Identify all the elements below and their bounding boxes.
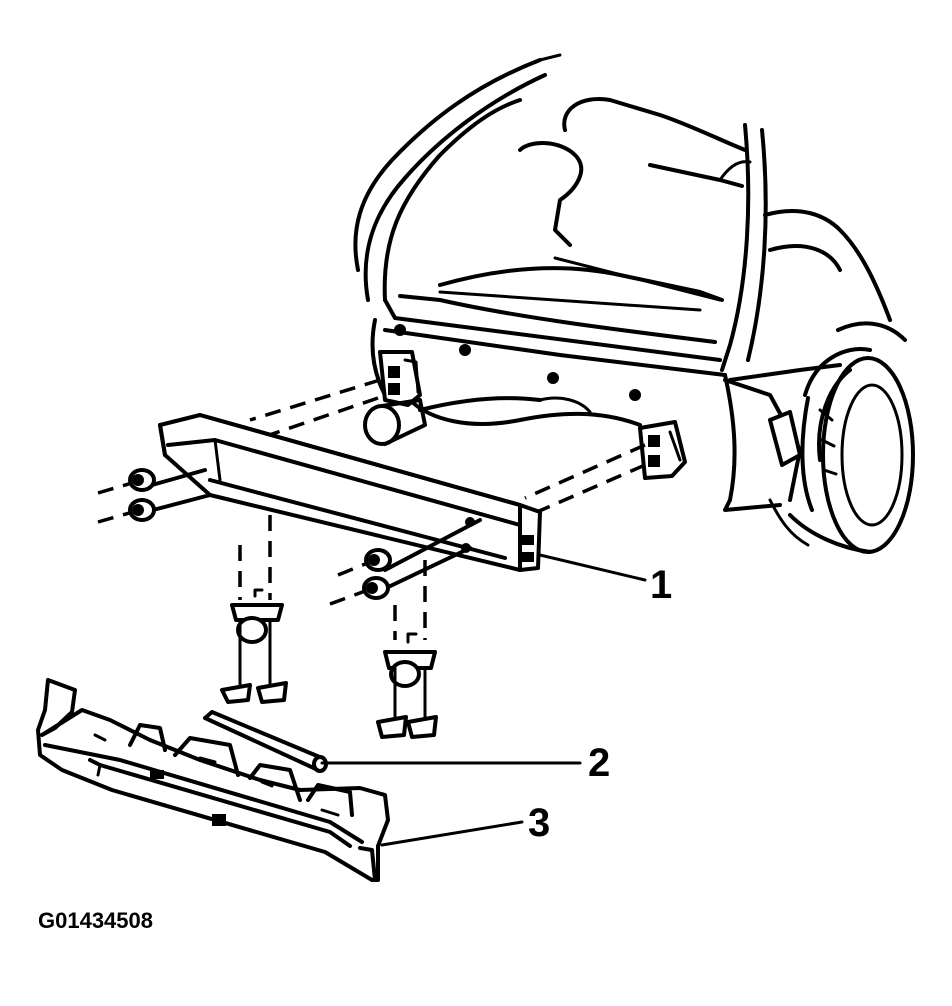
bumper-reinforcement-bar <box>128 413 542 600</box>
callout-label-1: 1 <box>650 563 672 607</box>
callout-label-2: 2 <box>588 741 610 785</box>
hex-nut <box>128 498 156 522</box>
vehicle-rear-body <box>353 53 915 554</box>
callout-leader-lines <box>320 553 647 847</box>
bumper-rod <box>203 710 328 773</box>
hex-nut <box>128 468 156 492</box>
callout-label-3: 3 <box>528 801 550 845</box>
mounting-clips <box>220 588 438 739</box>
hex-nut <box>364 548 392 572</box>
figure-id: G01434508 <box>38 908 153 933</box>
hex-nut <box>362 576 390 600</box>
bumper-energy-absorber <box>36 678 390 882</box>
assembly-guide-lines <box>97 378 646 640</box>
